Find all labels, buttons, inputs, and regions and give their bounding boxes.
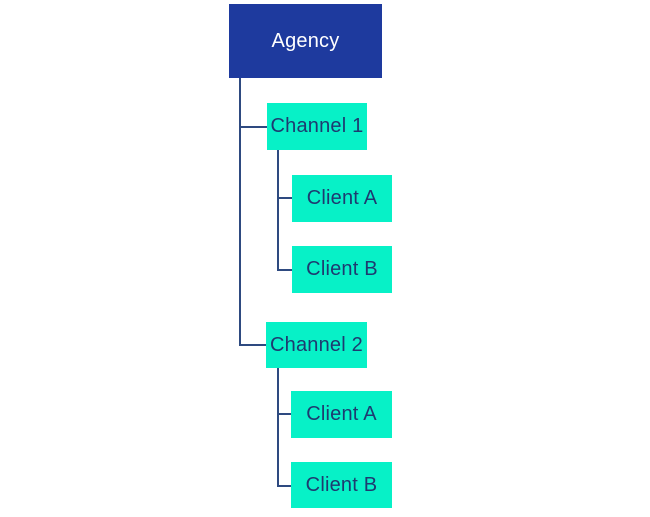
org-node-channel-2-client-b: Client B [291,462,392,508]
connector-channel1-clientb-horizontal [277,269,292,271]
org-node-agency: Agency [229,4,382,78]
org-node-channel-2: Channel 2 [266,322,367,368]
connector-agency-trunk-vertical [239,78,241,346]
connector-channel1-trunk-vertical [277,150,279,271]
connector-channel2-clienta-horizontal [277,413,291,415]
org-node-channel-1-client-a: Client A [292,175,392,222]
connector-channel2-trunk-vertical [277,368,279,487]
connector-channel1-clienta-horizontal [277,197,292,199]
org-node-channel-1: Channel 1 [267,103,367,150]
connector-channel2-clientb-horizontal [277,485,291,487]
org-node-channel-2-client-a: Client A [291,391,392,438]
org-node-channel-1-client-b: Client B [292,246,392,293]
connector-agency-channel2-horizontal [239,344,266,346]
connector-agency-channel1-horizontal [239,126,267,128]
